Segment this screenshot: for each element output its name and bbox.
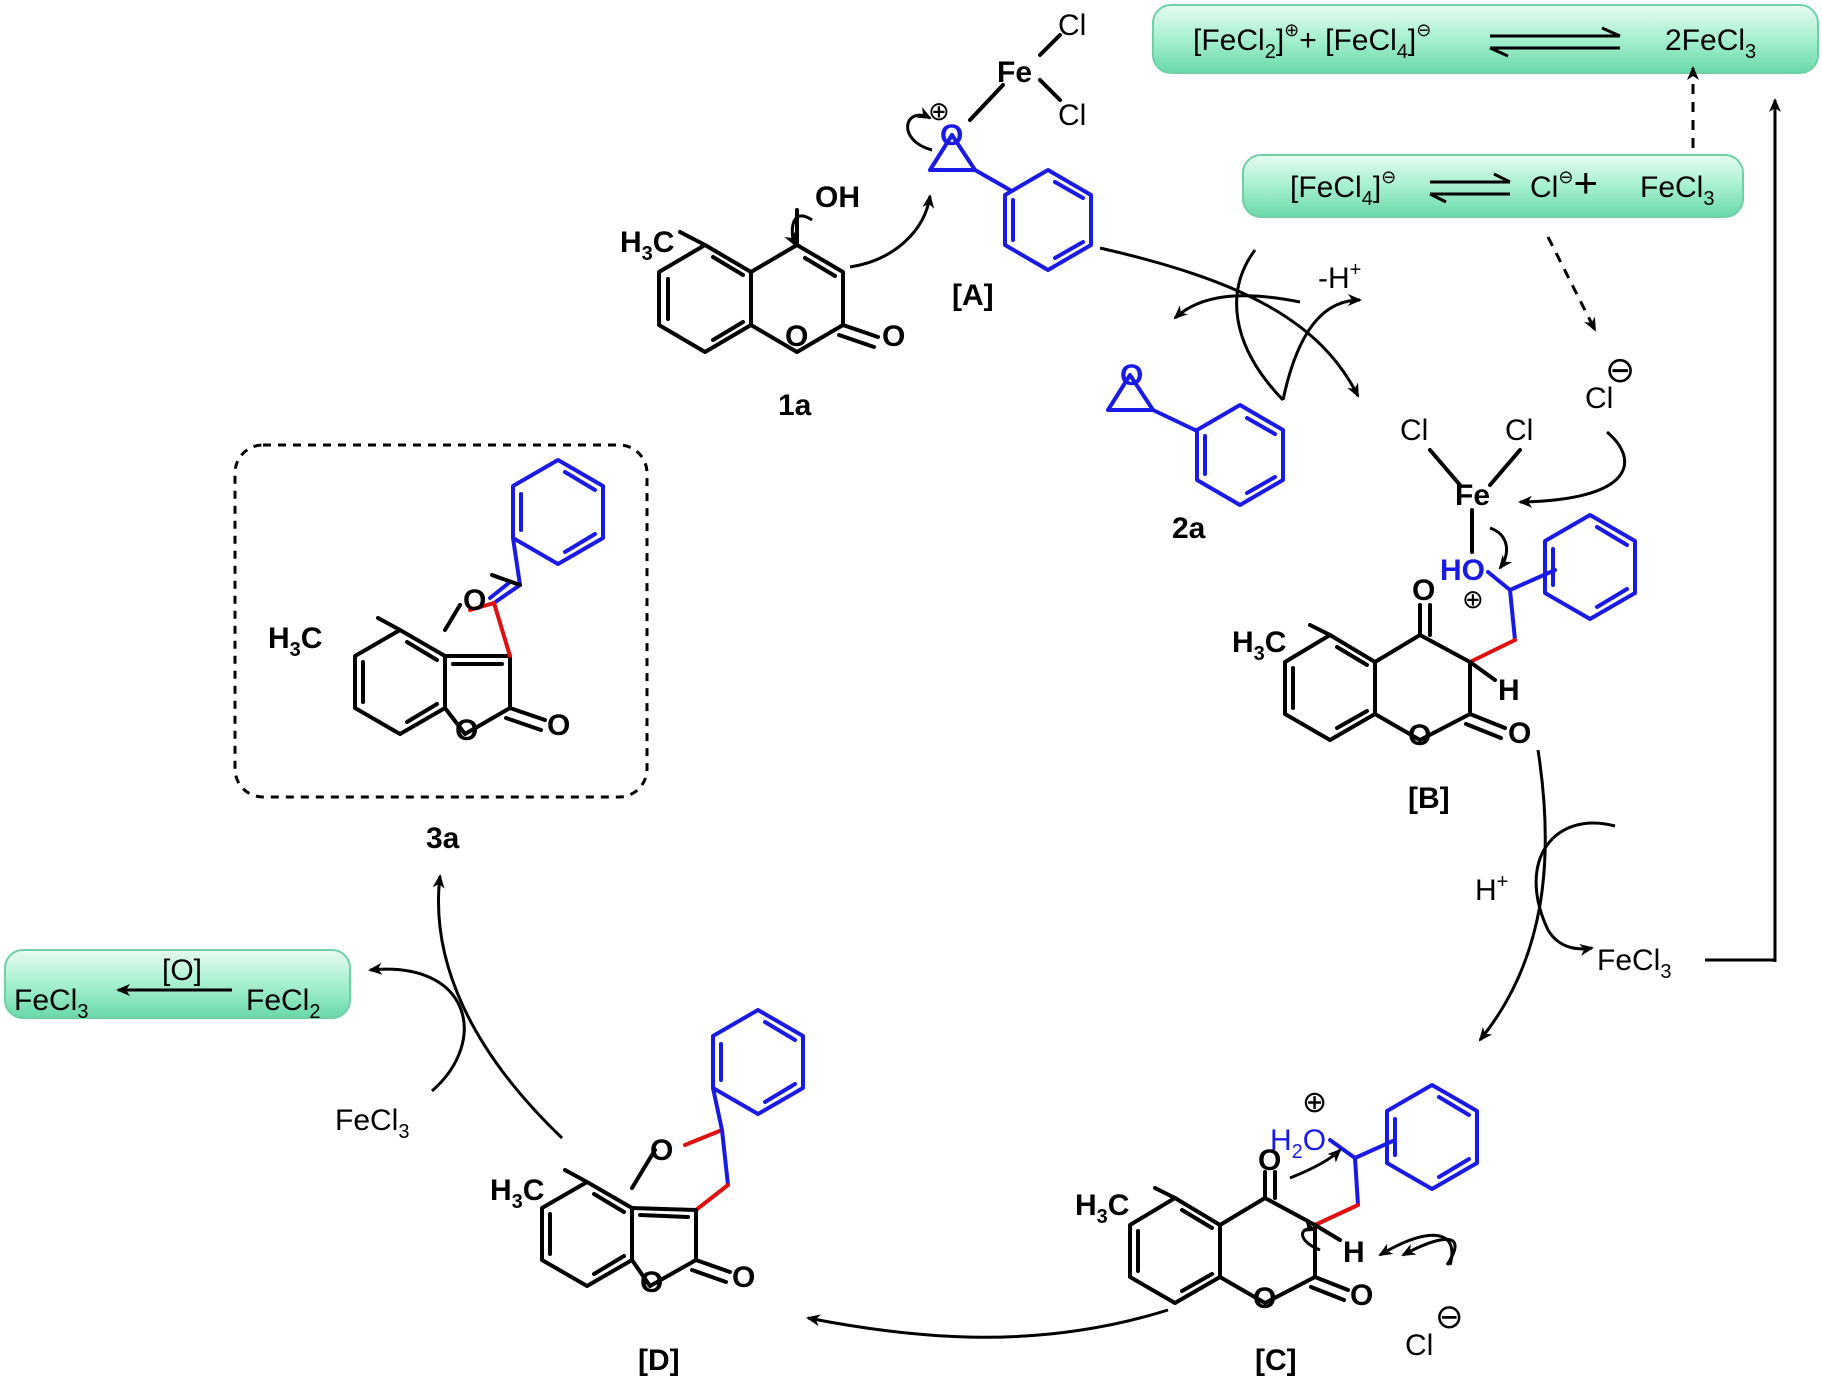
svg-text:O: O (463, 584, 486, 617)
svg-text:[D]: [D] (638, 1344, 680, 1377)
svg-text:Cl: Cl (1405, 1329, 1433, 1362)
svg-text:O: O (640, 1266, 663, 1299)
svg-text:H3C: H3C (490, 1174, 544, 1213)
svg-text:H3C: H3C (1075, 1189, 1129, 1228)
svg-text:FeCl3: FeCl3 (14, 984, 88, 1023)
svg-text:H2O: H2O (1270, 1124, 1326, 1163)
svg-text:Cl: Cl (1505, 414, 1533, 447)
fecl3-released: FeCl3 (1597, 944, 1671, 983)
svg-text:Fe: Fe (1455, 479, 1490, 512)
svg-text:⊖: ⊖ (1435, 1298, 1464, 1336)
svg-text:HO: HO (1440, 554, 1485, 587)
svg-text:Cl: Cl (1400, 414, 1428, 447)
proton-label: H+ (1475, 871, 1508, 907)
svg-text:1a: 1a (778, 389, 812, 422)
svg-text:O: O (547, 709, 570, 742)
intermediate-D: O O O H3C [D] (490, 1008, 805, 1377)
cycle-arrows (368, 246, 1627, 1339)
svg-text:2FeCl3: 2FeCl3 (1665, 24, 1756, 63)
svg-text:Fe: Fe (997, 56, 1032, 89)
svg-text:[FeCl2]⊕+ [FeCl4]⊖: [FeCl2]⊕+ [FeCl4]⊖ (1193, 20, 1431, 63)
intermediate-A: O Fe Cl Cl ⊕ [A] (906, 9, 1093, 312)
svg-text:O: O (940, 119, 963, 152)
svg-text:H: H (1498, 674, 1520, 707)
svg-text:2a: 2a (1172, 512, 1206, 545)
svg-text:[A]: [A] (952, 279, 994, 312)
svg-text:O: O (785, 320, 808, 353)
svg-text:O: O (1408, 719, 1431, 752)
svg-text:[FeCl4]⊖: [FeCl4]⊖ (1290, 167, 1396, 210)
svg-text:Cl: Cl (1058, 99, 1086, 132)
fecl3-oxidant: FeCl3 (335, 1104, 409, 1143)
svg-text:O: O (1508, 717, 1531, 750)
svg-text:⊕: ⊕ (1302, 1086, 1327, 1119)
compound-2a: O 2a (1106, 359, 1285, 545)
minus-proton-label: -H+ (1318, 259, 1361, 295)
intermediate-C: ⊕ H2O O O O H H3C Cl ⊖ [C] (1075, 1083, 1479, 1377)
svg-text:FeCl2: FeCl2 (246, 984, 320, 1023)
chloride-anion: Cl (1585, 382, 1613, 415)
compound-1a: OH O O H3C 1a (620, 181, 935, 422)
product-3a: O O O H3C 3a (233, 443, 649, 855)
svg-text:Cl: Cl (1058, 9, 1086, 42)
svg-text:[O]: [O] (162, 954, 202, 987)
svg-text:O: O (732, 1261, 755, 1294)
svg-text:H3C: H3C (620, 226, 674, 265)
svg-text:[B]: [B] (1408, 782, 1450, 815)
svg-text:O: O (1258, 1144, 1281, 1177)
svg-text:3a: 3a (426, 822, 460, 855)
svg-text:⊕: ⊕ (1462, 584, 1484, 614)
svg-text:O: O (1253, 1282, 1276, 1315)
svg-text:Cl⊖+: Cl⊖+ (1530, 159, 1598, 206)
oxidation-box: FeCl3 [O] FeCl2 (4, 949, 351, 1023)
svg-text:O: O (1120, 359, 1143, 392)
equilibrium-box-top: [FeCl2]⊕+ [FeCl4]⊖ 2FeCl3 (1152, 4, 1819, 74)
equilibrium-box-middle: [FeCl4]⊖ Cl⊖+ FeCl3 (1242, 154, 1744, 218)
catalyst-regeneration-loop (1546, 66, 1781, 962)
svg-text:O: O (882, 320, 905, 353)
svg-text:O: O (1412, 574, 1435, 607)
svg-text:FeCl3: FeCl3 (1640, 171, 1714, 210)
svg-text:O: O (650, 1134, 673, 1167)
svg-text:H3C: H3C (268, 622, 322, 661)
svg-text:[C]: [C] (1255, 1344, 1297, 1377)
svg-text:⊖: ⊖ (1605, 349, 1635, 390)
svg-text:OH: OH (815, 181, 860, 214)
svg-text:H: H (1343, 1236, 1365, 1269)
svg-text:⊕: ⊕ (928, 96, 950, 126)
svg-text:H3C: H3C (1232, 626, 1286, 665)
svg-text:O: O (1350, 1279, 1373, 1312)
intermediate-B: Cl Cl Fe HO ⊕ O O O H H3C [B] (1232, 414, 1637, 815)
svg-text:O: O (455, 714, 478, 747)
